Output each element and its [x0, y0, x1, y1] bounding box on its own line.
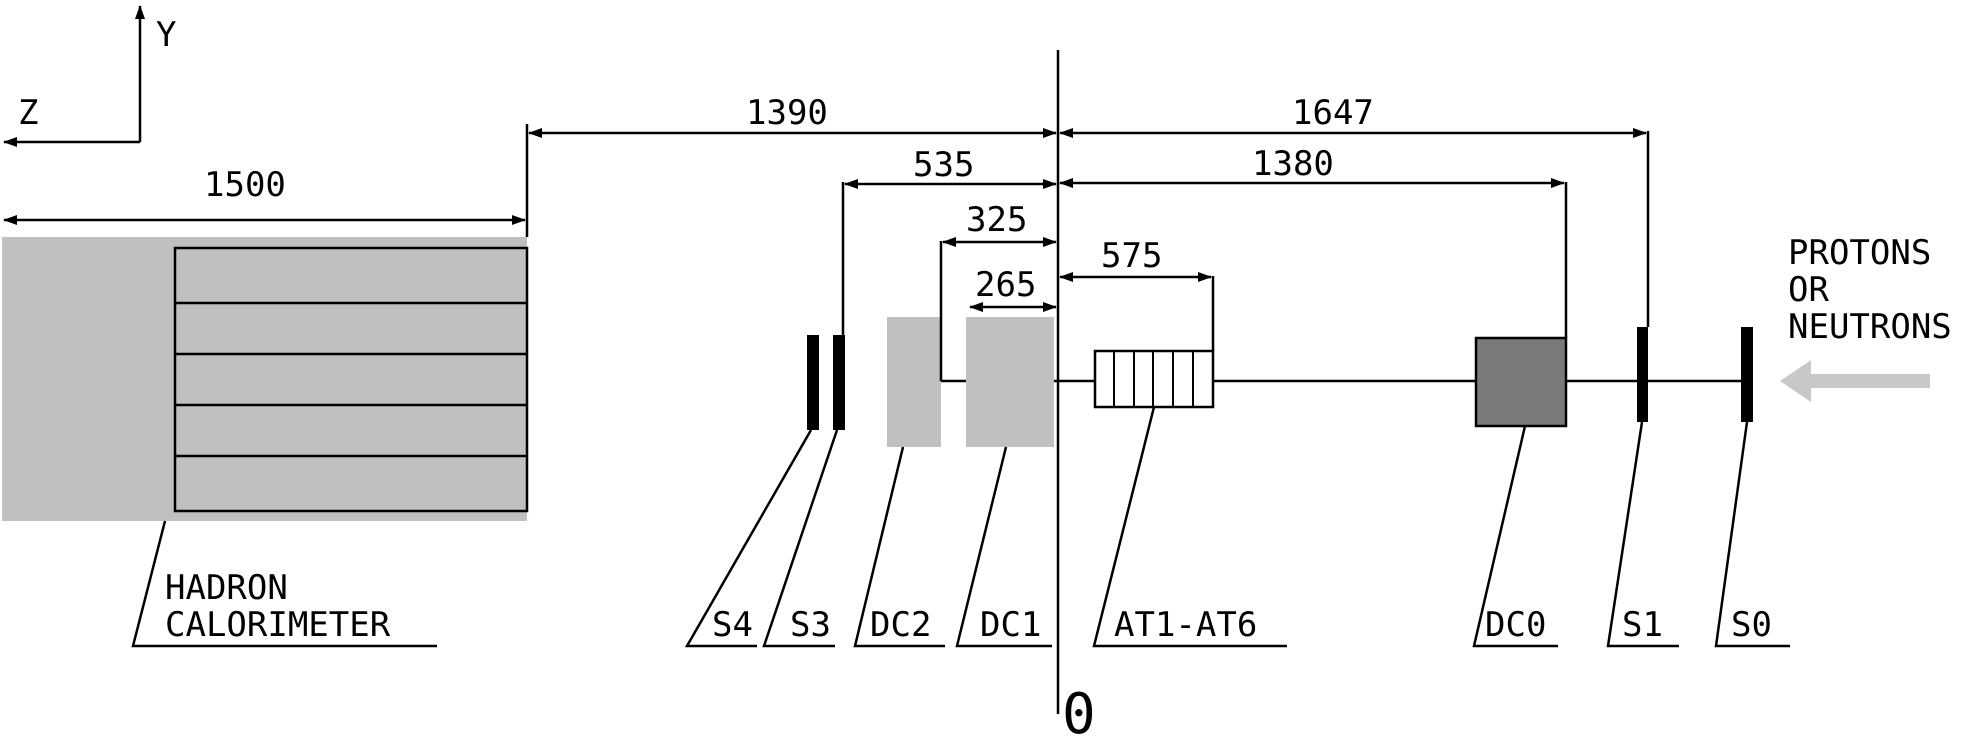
z-axis-label: Z — [18, 93, 38, 133]
calorimeter-body — [2, 237, 527, 521]
beam-direction-arrow — [1780, 360, 1930, 402]
origin-label: 0 — [1062, 682, 1096, 737]
coordinate-axes: Y Z — [3, 5, 176, 147]
s1-leader — [1606, 421, 1679, 648]
scintillator-s3 — [833, 335, 845, 430]
dimension-325-label: 325 — [966, 200, 1027, 240]
calorimeter-label-line2: CALORIMETER — [165, 605, 391, 645]
at-label: AT1-AT6 — [1114, 605, 1257, 645]
dimension-1380-label: 1380 — [1252, 144, 1334, 184]
dc0-leader — [1472, 425, 1558, 648]
dc1-leader — [955, 446, 1052, 648]
calorimeter-label-line1: HADRON — [165, 568, 288, 608]
drift-chamber-dc0 — [1474, 336, 1568, 428]
dimension-extension-lines — [525, 124, 1650, 381]
dc2-leader — [853, 446, 945, 648]
beam-label-line2: OR — [1788, 270, 1829, 310]
s4-leader — [684, 429, 813, 648]
y-axis-label: Y — [156, 15, 176, 55]
s3-leader — [762, 429, 839, 648]
dimension-1500-label: 1500 — [204, 165, 286, 205]
s4-label: S4 — [712, 605, 753, 645]
beam-label-line3: NEUTRONS — [1788, 307, 1952, 347]
dimension-lines: 1500 1390 535 325 265 575 1380 1647 — [3, 93, 1647, 312]
scintillator-s1 — [1637, 327, 1648, 422]
dimension-575-label: 575 — [1101, 236, 1162, 276]
beam-label-line1: PROTONS — [1788, 233, 1931, 273]
s3-label: S3 — [790, 605, 831, 645]
dimension-265-label: 265 — [975, 265, 1036, 305]
dc0-label: DC0 — [1485, 605, 1546, 645]
leader-lines — [131, 406, 1790, 648]
dc2-label: DC2 — [870, 605, 931, 645]
calorimeter-leader — [131, 520, 437, 648]
scintillator-s0 — [1741, 327, 1753, 422]
s0-label: S0 — [1731, 605, 1772, 645]
s0-leader — [1714, 421, 1790, 648]
at-leader — [1092, 406, 1287, 648]
dimension-1647-label: 1647 — [1292, 93, 1374, 133]
hadron-calorimeter — [2, 237, 529, 521]
s1-label: S1 — [1622, 605, 1663, 645]
dc1-label: DC1 — [980, 605, 1041, 645]
dimension-535-label: 535 — [913, 145, 974, 185]
active-target-at1-at6 — [1093, 349, 1215, 409]
dimension-1390-label: 1390 — [746, 93, 828, 133]
calorimeter-modules — [173, 246, 529, 513]
component-labels: HADRON CALORIMETER S4 S3 DC2 DC1 AT1-AT6… — [165, 568, 1772, 645]
drift-chamber-dc1 — [966, 317, 1054, 447]
scintillator-s4 — [807, 335, 819, 430]
drift-chamber-dc2 — [887, 317, 941, 447]
